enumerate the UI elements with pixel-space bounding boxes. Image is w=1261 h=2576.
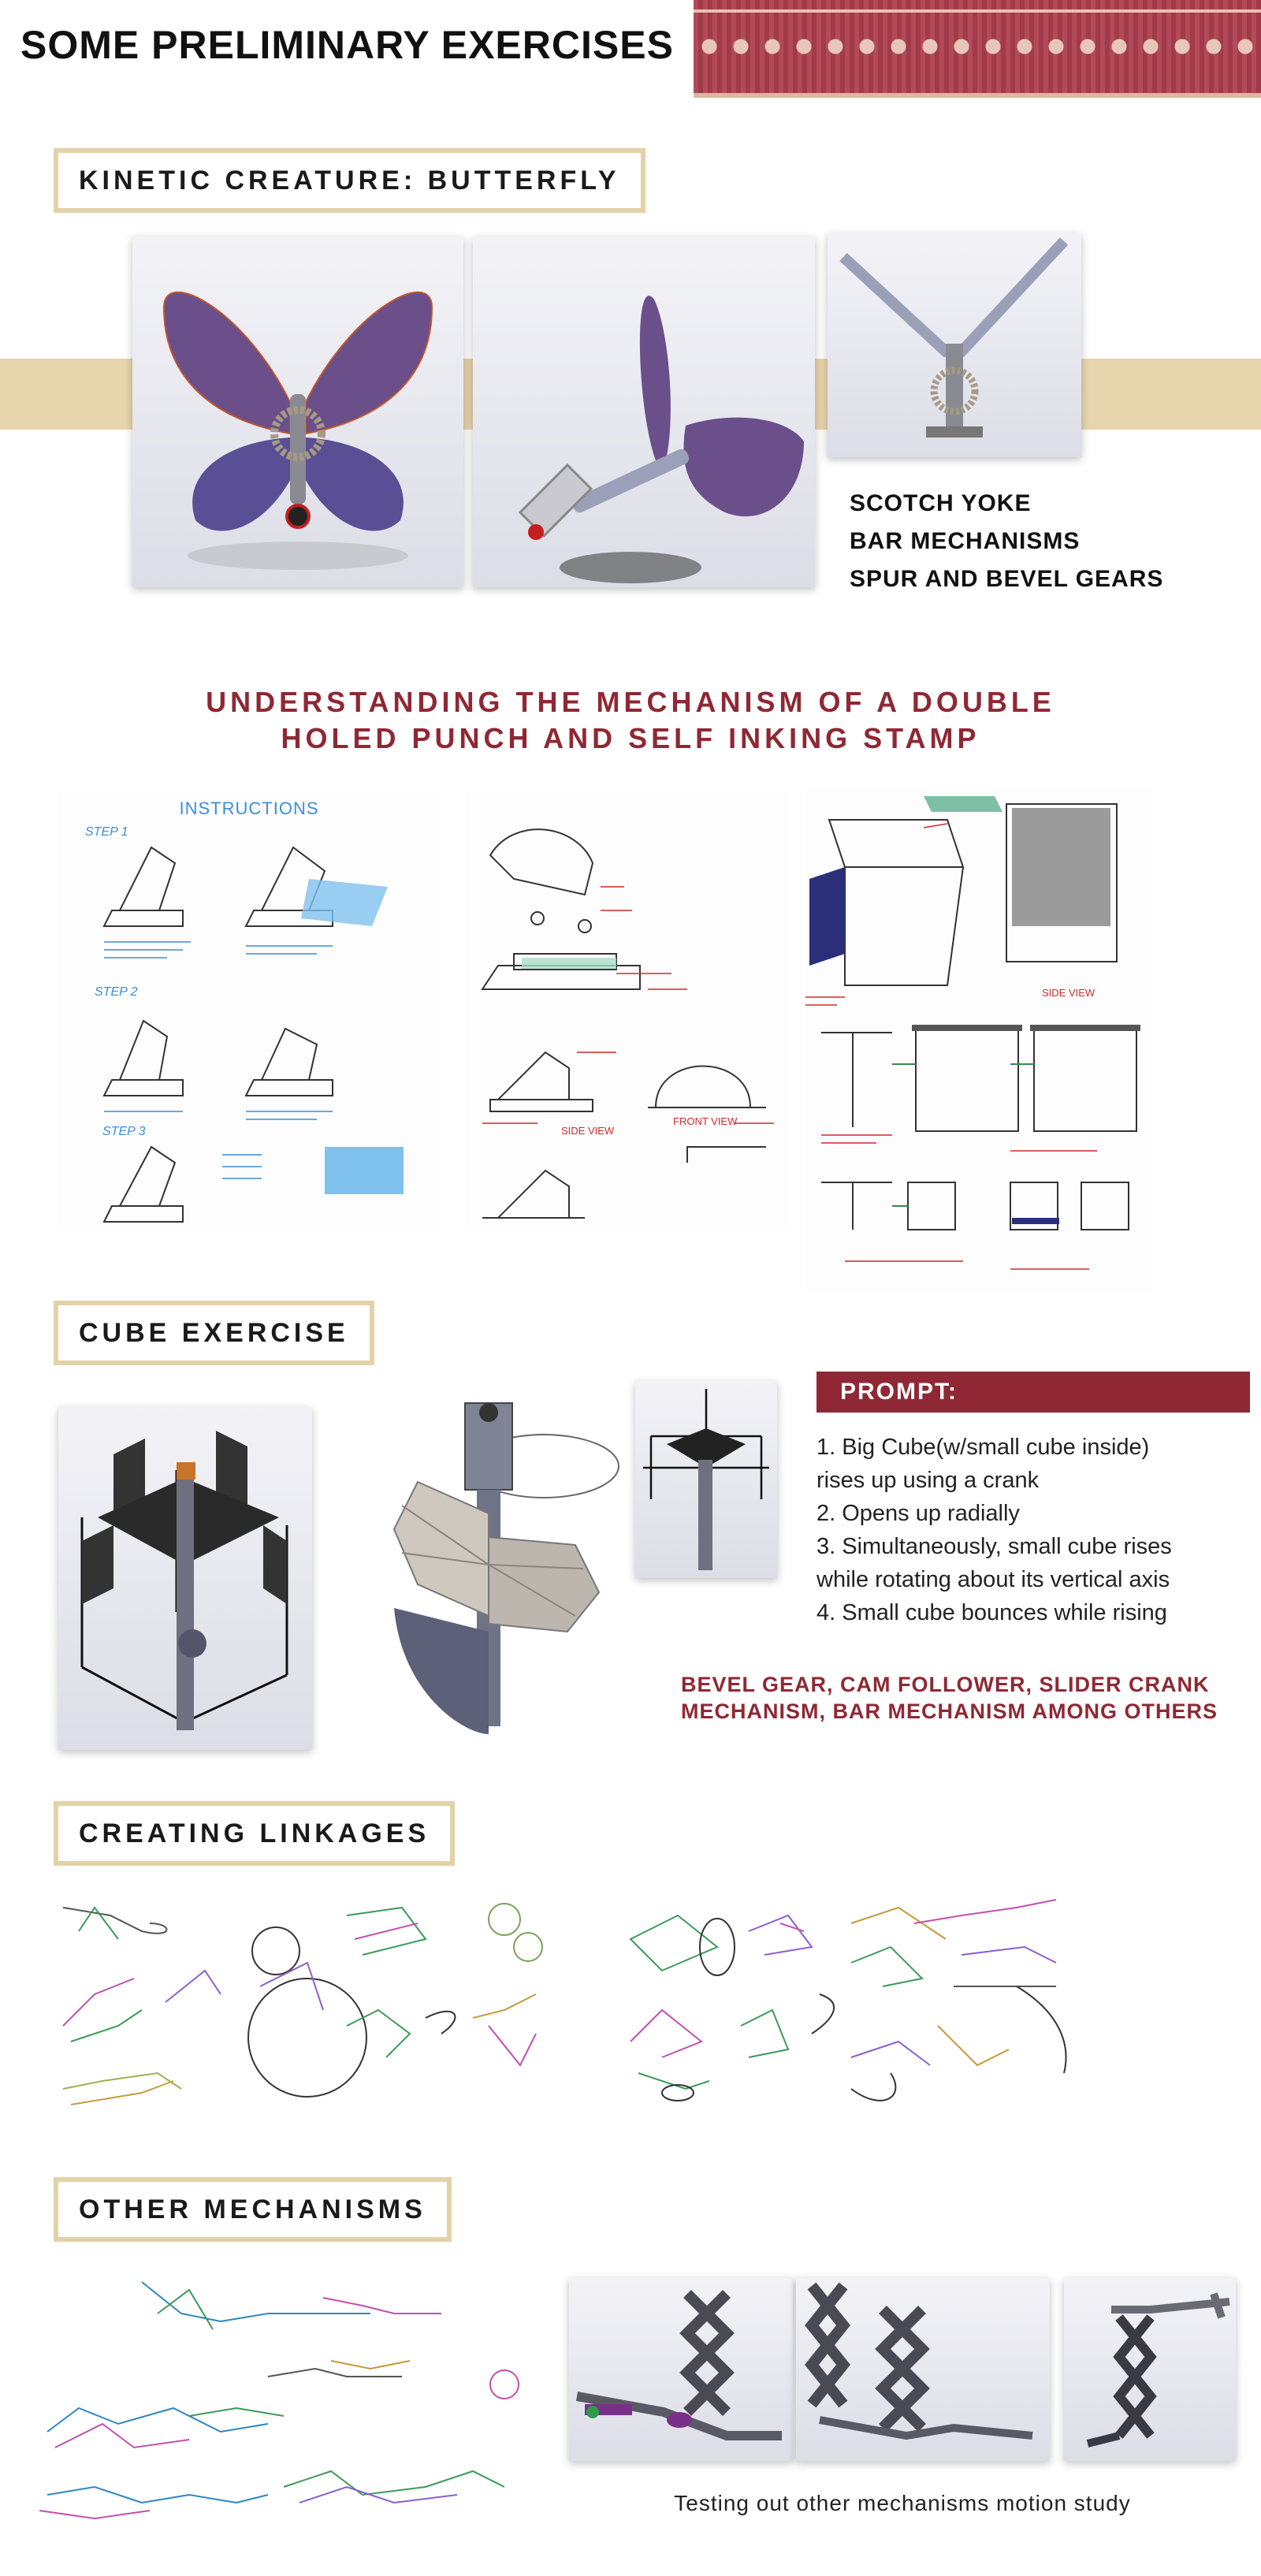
- section-title-cube: CUBE EXERCISE: [54, 1301, 374, 1365]
- punch-instructions-sketch: INSTRUCTIONS STEP 1 STEP 2 STEP 3: [57, 792, 441, 1230]
- prompt-item: rises up using a crank: [816, 1468, 1040, 1493]
- cube-small-render: [635, 1381, 777, 1578]
- cube-mechanisms-note: BEVEL GEAR, CAM FOLLOWER, SLIDER CRANK M…: [681, 1671, 1248, 1725]
- linkage-sketches-right: [615, 1892, 1119, 2128]
- note-line: BEVEL GEAR, CAM FOLLOWER, SLIDER CRANK: [681, 1673, 1210, 1696]
- section-title-butterfly: KINETIC CREATURE: BUTTERFLY: [54, 148, 645, 213]
- prompt-list: 1. Big Cube(w/small cube inside) rises u…: [816, 1431, 1242, 1629]
- instructions-title: INSTRUCTIONS: [179, 798, 319, 818]
- butterfly-front-render: [132, 236, 463, 587]
- page-title: SOME PRELIMINARY EXERCISES: [20, 23, 674, 67]
- note-line: MECHANISM, BAR MECHANISM AMONG OTHERS: [681, 1699, 1218, 1723]
- self-inking-stamp-sketch: SIDE VIEW: [805, 788, 1152, 1293]
- butterfly-feature-list: SCOTCH YOKE BAR MECHANISMS SPUR AND BEVE…: [850, 490, 1163, 604]
- cube-mechanism-render: [58, 1407, 312, 1750]
- scissor-linkage-render-2: [796, 2278, 1050, 2461]
- prompt-item: 2. Opens up radially: [816, 1501, 1020, 1526]
- feature-item: SPUR AND BEVEL GEARS: [850, 566, 1164, 592]
- section-title-other: OTHER MECHANISMS: [54, 2177, 452, 2242]
- section-title-linkages: CREATING LINKAGES: [54, 1801, 456, 1866]
- heading-line: UNDERSTANDING THE MECHANISM OF A DOUBLE: [206, 686, 1055, 718]
- step-label: STEP 2: [95, 985, 138, 999]
- feature-item: BAR MECHANISMS: [850, 528, 1081, 554]
- decorative-border-strip: [694, 0, 1261, 98]
- prompt-item: 1. Big Cube(w/small cube inside): [816, 1435, 1150, 1460]
- butterfly-side-render: [473, 236, 815, 587]
- punch-exploded-sketch: SIDE VIEW FRONT VIEW: [467, 792, 791, 1230]
- scotch-yoke-render: [828, 233, 1081, 457]
- heading-line: HOLED PUNCH AND SELF INKING STAMP: [281, 722, 980, 754]
- scissor-linkage-render-3: [1064, 2278, 1236, 2461]
- prompt-label-bar: PROMPT:: [816, 1372, 1250, 1413]
- view-label: SIDE VIEW: [561, 1125, 615, 1137]
- linkage-sketches-left: [47, 1892, 560, 2128]
- view-label: FRONT VIEW: [673, 1115, 738, 1127]
- prompt-item: 4. Small cube bounces while rising: [816, 1600, 1167, 1625]
- bevel-gear-render: [370, 1395, 630, 1742]
- punch-section-heading: UNDERSTANDING THE MECHANISM OF A DOUBLE …: [0, 684, 1261, 757]
- other-mechanism-diagrams: [32, 2266, 544, 2534]
- prompt-item: while rotating about its vertical axis: [816, 1567, 1170, 1592]
- step-label: STEP 1: [85, 825, 128, 839]
- view-label: SIDE VIEW: [1042, 987, 1095, 999]
- feature-item: SCOTCH YOKE: [850, 490, 1032, 516]
- prompt-item: 3. Simultaneously, small cube rises: [816, 1534, 1172, 1559]
- step-label: STEP 3: [102, 1125, 146, 1138]
- scissor-linkage-render-1: [569, 2278, 793, 2461]
- other-mechanisms-caption: Testing out other mechanisms motion stud…: [674, 2491, 1131, 2515]
